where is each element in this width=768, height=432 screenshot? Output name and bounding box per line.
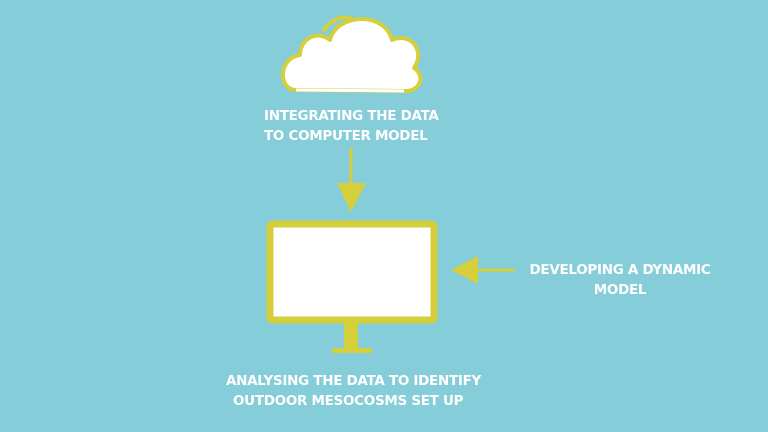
label-analysing-line1: ANALYSING THE DATA TO IDENTIFY	[226, 373, 482, 389]
cloud-icon	[281, 15, 423, 93]
monitor-icon	[266, 220, 438, 353]
label-analysing-line2: OUTDOOR MESOCOSMS SET UP	[233, 393, 464, 409]
arrow-left	[451, 256, 515, 284]
arrow-left-head	[451, 256, 478, 284]
arrow-down	[337, 148, 366, 212]
arrow-down-head	[337, 183, 366, 212]
label-dynamic-line2: MODEL	[593, 282, 647, 298]
label-dynamic-line1: DEVELOPING A DYNAMIC	[529, 262, 711, 278]
label-integrating-line2: TO COMPUTER MODEL	[264, 128, 428, 144]
label-integrating-line1: INTEGRATING THE DATA	[264, 108, 439, 124]
label-analysing-data: ANALYSING THE DATA TO IDENTIFY OUTDOOR M…	[226, 371, 481, 411]
label-integrating-data: INTEGRATING THE DATA TO COMPUTER MODEL	[264, 106, 439, 146]
label-dynamic-model: DEVELOPING A DYNAMIC MODEL	[520, 260, 720, 300]
